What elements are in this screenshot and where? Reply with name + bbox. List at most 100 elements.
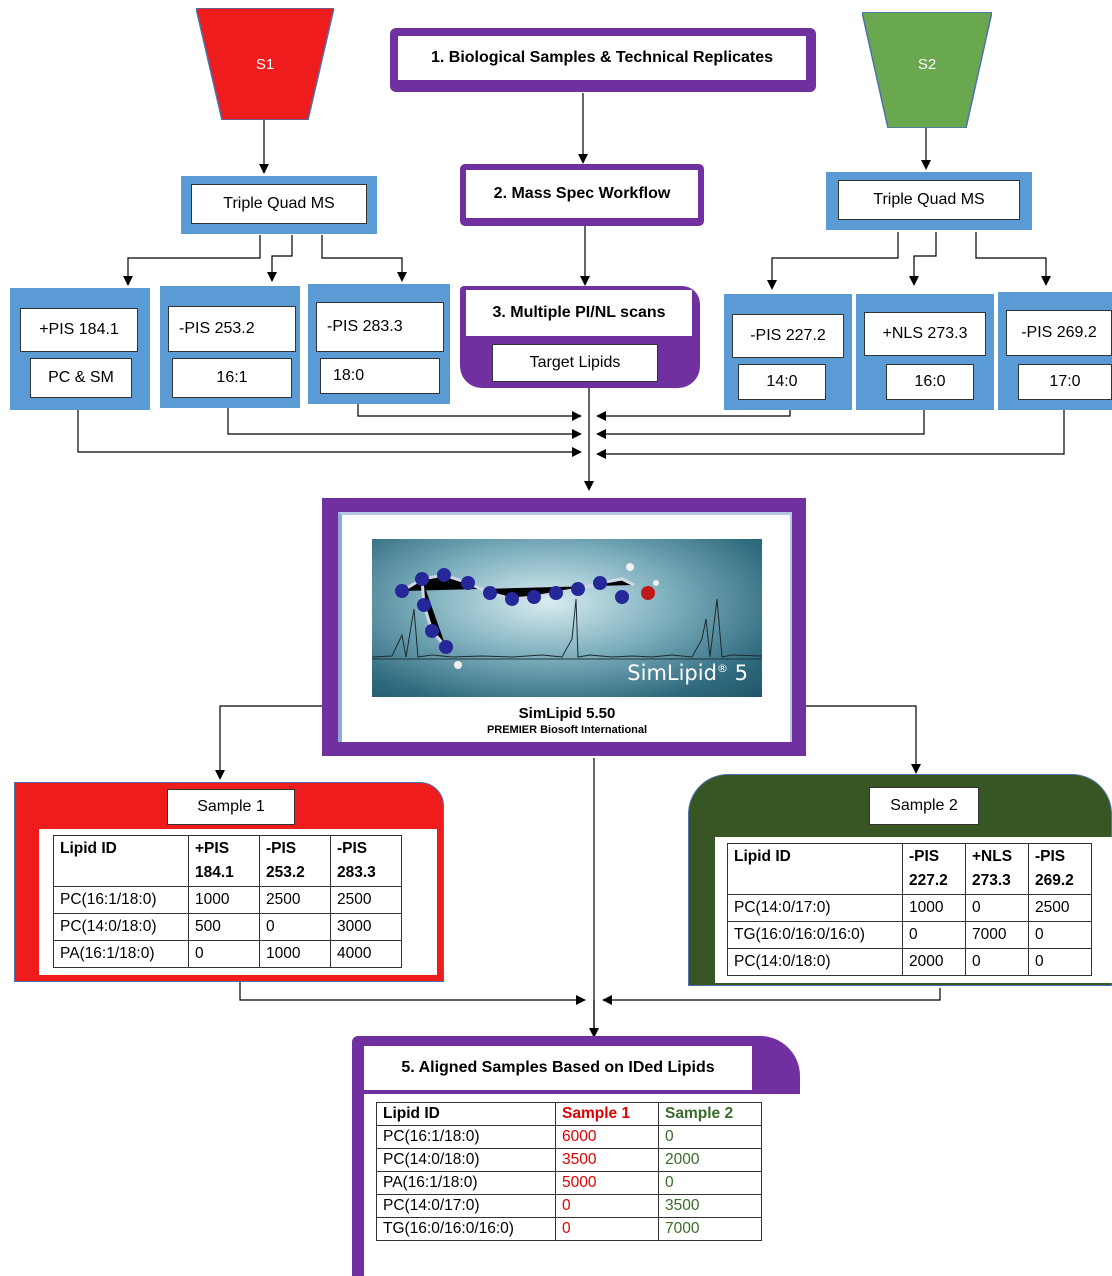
header-cell: -PIS 253.2 <box>259 835 331 887</box>
triple-quad-left-label: Triple Quad MS <box>191 184 367 224</box>
cell: 500 <box>188 913 260 941</box>
cell: PA(16:1/18:0) <box>376 1171 556 1195</box>
header-cell: +NLS 273.3 <box>965 843 1029 895</box>
cell: 3000 <box>330 913 402 941</box>
step3-title: 3. Multiple PI/NL scans <box>466 290 692 336</box>
s1-label: S1 <box>255 56 275 73</box>
lipid-label: 14:0 <box>738 364 826 400</box>
simlipid-window: SimLipid® 5 SimLipid 5.50 PREMIER Biosof… <box>338 512 792 742</box>
cell: TG(16:0/16:0/16:0) <box>376 1217 556 1241</box>
cell: TG(16:0/16:0/16:0) <box>727 921 903 949</box>
aligned-panel: 5. Aligned Samples Based on IDed Lipids … <box>352 1036 800 1276</box>
cell: 2000 <box>658 1148 762 1172</box>
aligned-table: Lipid ID Sample 1 Sample 2 PC(16:1/18:0)… <box>376 1102 762 1241</box>
header-cell: +PIS 184.1 <box>188 835 260 887</box>
table-header-row: Lipid ID +PIS 184.1 -PIS 253.2 -PIS 283.… <box>53 835 402 887</box>
cell: 0 <box>555 1194 659 1218</box>
header-cell: Lipid ID <box>53 835 189 887</box>
table-row: PA(16:1/18:0) 0 1000 4000 <box>53 940 402 968</box>
cell: PC(14:0/17:0) <box>727 894 903 922</box>
table-row: PC(14:0/18:0) 2000 0 0 <box>727 948 1092 976</box>
cell: PC(14:0/18:0) <box>727 948 903 976</box>
cell: 0 <box>965 948 1029 976</box>
scan-label: -PIS 227.2 <box>732 314 844 358</box>
scan-box-left-3: -PIS 283.3 18:0 <box>308 284 450 404</box>
simlipid-company: PREMIER Biosoft International <box>486 724 648 736</box>
table-row: TG(16:0/16:0/16:0) 0 7000 <box>376 1217 762 1241</box>
cell: 2500 <box>1028 894 1092 922</box>
table-header-row: Lipid ID -PIS 227.2 +NLS 273.3 -PIS 269.… <box>727 843 1092 895</box>
header-cell: Sample 1 <box>555 1102 659 1126</box>
header-cell: Lipid ID <box>727 843 903 895</box>
s1-funnel: S1 <box>195 7 335 121</box>
header-cell: Lipid ID <box>376 1102 556 1126</box>
simlipid-splash-image: SimLipid® 5 <box>372 539 762 697</box>
cell: 0 <box>658 1171 762 1195</box>
step1-title: 1. Biological Samples & Technical Replic… <box>398 36 806 80</box>
step2-title: 2. Mass Spec Workflow <box>466 170 698 218</box>
sample1-table: Lipid ID +PIS 184.1 -PIS 253.2 -PIS 283.… <box>53 835 402 968</box>
step1-box: 1. Biological Samples & Technical Replic… <box>390 28 816 92</box>
table-row: PA(16:1/18:0) 5000 0 <box>376 1171 762 1195</box>
lipid-label: 16:1 <box>172 358 292 398</box>
scan-label: +PIS 184.1 <box>20 308 138 352</box>
header-cell: -PIS 227.2 <box>902 843 966 895</box>
s2-funnel: S2 <box>861 11 993 129</box>
simlipid-logo-text: SimLipid <box>627 661 717 685</box>
triple-quad-left: Triple Quad MS <box>181 176 377 234</box>
scan-label: +NLS 273.3 <box>864 312 986 356</box>
header-cell: -PIS 269.2 <box>1028 843 1092 895</box>
simlipid-logo: SimLipid® 5 <box>627 661 748 685</box>
scan-label: -PIS 253.2 <box>168 306 296 352</box>
cell: 7000 <box>658 1217 762 1241</box>
sample2-label: Sample 2 <box>869 787 979 825</box>
lipid-label: 17:0 <box>1018 364 1112 400</box>
cell: 2000 <box>902 948 966 976</box>
cell: 4000 <box>330 940 402 968</box>
table-header-row: Lipid ID Sample 1 Sample 2 <box>376 1102 762 1126</box>
cell: 0 <box>902 921 966 949</box>
header-cell: -PIS 283.3 <box>330 835 402 887</box>
lipid-label: 16:0 <box>886 364 974 400</box>
scan-label: -PIS 283.3 <box>316 302 444 352</box>
cell: PC(14:0/17:0) <box>376 1194 556 1218</box>
cell: 0 <box>1028 921 1092 949</box>
s2-label: S2 <box>917 56 937 73</box>
lipid-label: 18:0 <box>320 358 440 394</box>
step2-box: 2. Mass Spec Workflow <box>460 164 704 226</box>
cell: PC(16:1/18:0) <box>53 886 189 914</box>
cell: 1000 <box>188 886 260 914</box>
scan-box-left-2: -PIS 253.2 16:1 <box>160 286 300 408</box>
table-row: PC(16:1/18:0) 6000 0 <box>376 1125 762 1149</box>
cell: 2500 <box>330 886 402 914</box>
cell: 0 <box>965 894 1029 922</box>
sample1-panel: Sample 1 Lipid ID +PIS 184.1 -PIS 253.2 … <box>14 782 444 982</box>
scan-box-right-3: -PIS 269.2 17:0 <box>998 292 1112 410</box>
simlipid-logo-version: 5 <box>734 661 748 685</box>
triple-quad-right: Triple Quad MS <box>826 172 1032 230</box>
aligned-table-bg: Lipid ID Sample 1 Sample 2 PC(16:1/18:0)… <box>364 1094 800 1276</box>
simlipid-panel: SimLipid® 5 SimLipid 5.50 PREMIER Biosof… <box>322 498 806 756</box>
cell: 0 <box>1028 948 1092 976</box>
scan-box-right-1: -PIS 227.2 14:0 <box>724 294 852 410</box>
sample2-table: Lipid ID -PIS 227.2 +NLS 273.3 -PIS 269.… <box>727 843 1092 976</box>
header-cell: Sample 2 <box>658 1102 762 1126</box>
cell: 1000 <box>902 894 966 922</box>
scan-label: -PIS 269.2 <box>1006 310 1112 356</box>
aligned-title: 5. Aligned Samples Based on IDed Lipids <box>364 1046 752 1090</box>
simlipid-title: SimLipid 5.50 <box>518 705 616 722</box>
cell: PC(16:1/18:0) <box>376 1125 556 1149</box>
scan-box-right-2: +NLS 273.3 16:0 <box>856 294 994 410</box>
registered-mark: ® <box>716 662 728 675</box>
cell: 1000 <box>259 940 331 968</box>
sample2-panel: Sample 2 Lipid ID -PIS 227.2 +NLS 273.3 … <box>688 774 1112 986</box>
sample1-table-bg: Lipid ID +PIS 184.1 -PIS 253.2 -PIS 283.… <box>39 829 437 975</box>
cell: PC(14:0/18:0) <box>53 913 189 941</box>
cell: 6000 <box>555 1125 659 1149</box>
cell: 0 <box>658 1125 762 1149</box>
cell: 3500 <box>555 1148 659 1172</box>
triple-quad-right-label: Triple Quad MS <box>838 180 1020 220</box>
cell: PA(16:1/18:0) <box>53 940 189 968</box>
cell: 3500 <box>658 1194 762 1218</box>
